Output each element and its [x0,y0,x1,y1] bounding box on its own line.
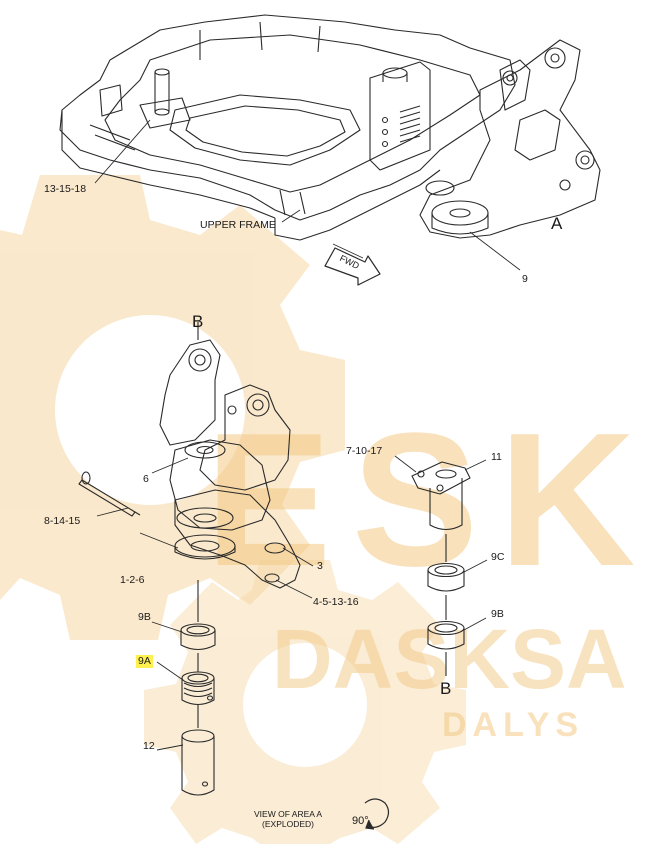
exploded-right-drawing [411,461,471,676]
exploded-bracket-drawing [78,322,301,796]
view-caption: VIEW OF AREA A (EXPLODED) [254,809,323,830]
view-caption-line-1: VIEW OF AREA A [254,809,323,819]
upper-frame-drawing [59,14,601,241]
label-9b-right: 9B [491,608,504,620]
label-9a-highlighted: 9A [136,655,153,668]
label-area-a: A [551,214,563,233]
label-part-12: 12 [143,740,155,752]
leader-lines-lower [96,455,488,751]
label-8-14-15: 8-14-15 [44,515,81,527]
label-7-10-17: 7-10-17 [346,445,383,457]
watermark-brand-mid: DASKSA [272,612,627,706]
label-9b-left: 9B [138,611,151,623]
label-part-11: 11 [491,451,502,463]
fwd-arrow-icon [324,243,381,286]
watermark-brand-small: DALYS [442,706,584,744]
label-part-3: 3 [317,560,323,572]
rotation-label: 90° [352,815,369,827]
label-view-b-bottom: B [440,679,452,698]
label-part-6: 6 [143,473,149,485]
label-13-15-18: 13-15-18 [44,183,87,195]
label-part-9: 9 [522,273,528,285]
rotation-arrow-icon [364,798,390,830]
leader-lines-upper [94,119,521,271]
label-view-b-top: B [192,312,204,331]
label-4-5-13-16: 4-5-13-16 [313,596,359,608]
view-caption-line-2: (EXPLODED) [262,818,314,829]
label-upper-frame: UPPER FRAME [200,219,276,231]
watermark-gear-logo-2 [144,560,466,844]
label-9c: 9C [491,551,505,563]
label-1-2-6: 1-2-6 [120,574,145,586]
